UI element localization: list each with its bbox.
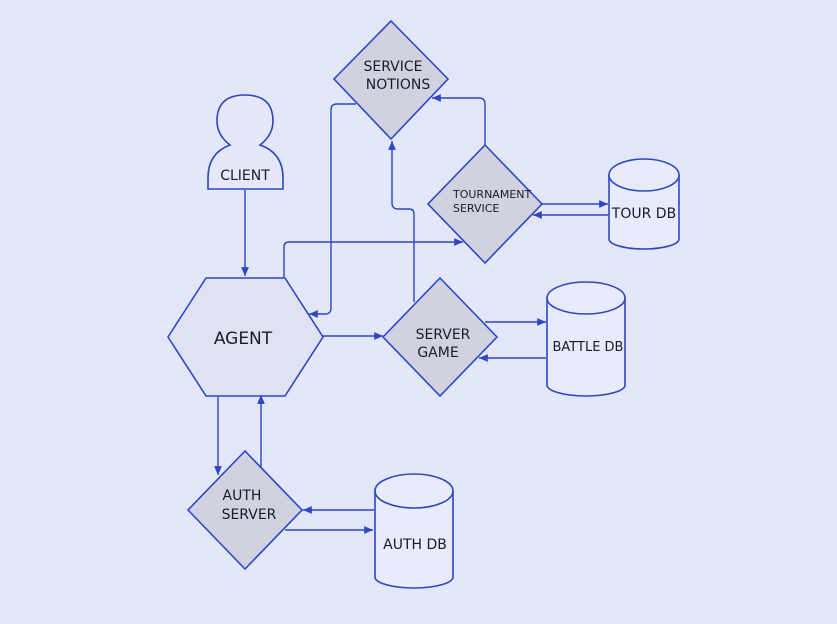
- service-notions-label-line2: NOTIONS: [366, 77, 431, 93]
- tournament-service-label-line1: TOURNAMENT: [452, 188, 531, 201]
- server-game-node[interactable]: SERVER GAME: [381, 276, 499, 398]
- auth-server-node[interactable]: AUTH SERVER: [186, 449, 304, 571]
- agent-label: AGENT: [214, 329, 273, 349]
- auth-server-diamond-shape: [186, 449, 304, 571]
- tour-db-cylinder-body: [608, 175, 680, 250]
- battle-db-cylinder-body: [546, 298, 626, 397]
- service-notions-label-line1: SERVICE: [363, 59, 422, 75]
- edges: [214, 94, 608, 534]
- agent-node[interactable]: AGENT: [167, 277, 324, 397]
- server-game-label-line2: GAME: [417, 345, 458, 361]
- battle-db-cylinder-top: [546, 281, 626, 315]
- edge-tournament-service-to-service-notions: [432, 94, 486, 145]
- server-game-label-line1: SERVER: [416, 327, 471, 343]
- auth-db-cylinder-top: [374, 473, 454, 509]
- auth-db-node[interactable]: AUTH DB: [374, 473, 454, 589]
- auth-server-label-line1: AUTH: [223, 488, 262, 504]
- service-notions-node[interactable]: SERVICE NOTIONS: [332, 19, 450, 141]
- service-notions-diamond-shape: [332, 19, 450, 141]
- client-label: CLIENT: [220, 168, 270, 184]
- agent-hexagon-shape: [167, 277, 324, 397]
- auth-server-label-line2: SERVER: [222, 507, 277, 523]
- edge-server-game-to-service-notions: [388, 141, 415, 302]
- server-game-diamond-shape: [381, 276, 499, 398]
- auth-db-label: AUTH DB: [383, 537, 447, 553]
- tournament-service-diamond-shape: [426, 143, 544, 265]
- battle-db-label: BATTLE DB: [553, 340, 624, 355]
- auth-db-cylinder-body: [374, 491, 454, 589]
- edge-service-notions-to-agent: [309, 103, 356, 318]
- client-node[interactable]: CLIENT: [207, 94, 284, 190]
- tournament-service-label-line2: SERVICE: [453, 202, 499, 215]
- client-person-shape: [207, 94, 284, 190]
- tournament-service-node[interactable]: TOURNAMENT SERVICE: [426, 143, 544, 265]
- tour-db-label: TOUR DB: [611, 206, 676, 222]
- tour-db-cylinder-top: [608, 158, 680, 192]
- battle-db-node[interactable]: BATTLE DB: [546, 281, 626, 397]
- edge-agent-to-tournament-service: [283, 238, 463, 278]
- tour-db-node[interactable]: TOUR DB: [608, 158, 680, 250]
